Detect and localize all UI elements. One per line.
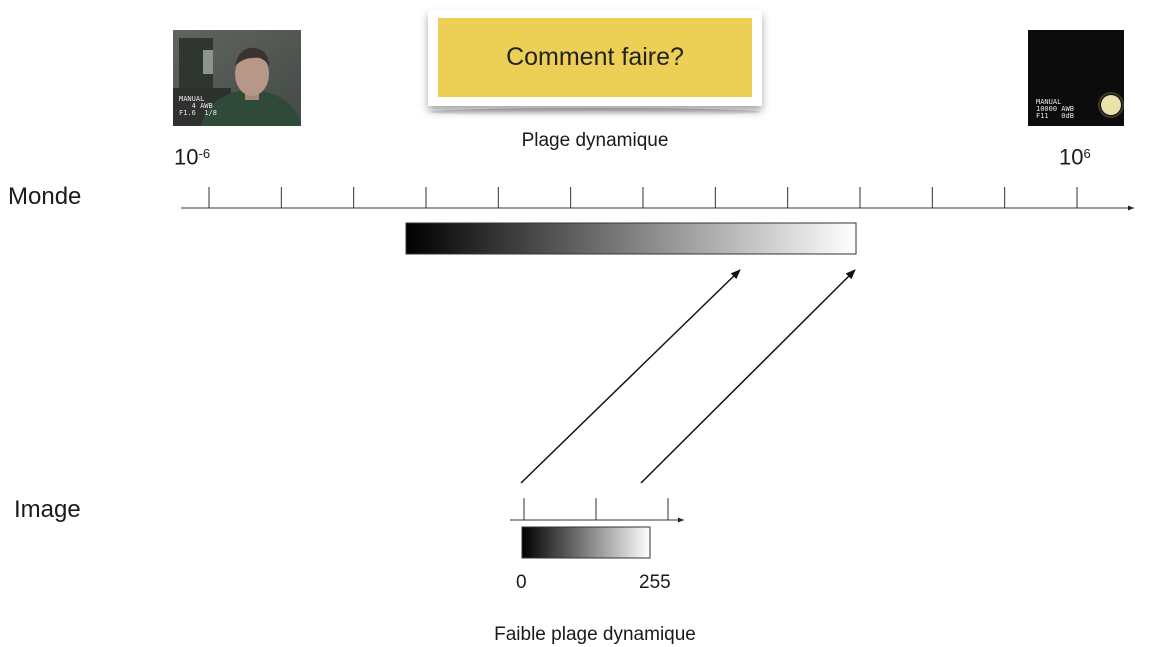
row-label-image: Image <box>14 496 81 523</box>
axis-max-label: 106 <box>1059 144 1091 170</box>
bright-photo-osd-3: F11 0dB <box>1036 112 1074 120</box>
bright-scene-photo: MANUAL 10000 AWB F11 0dB <box>1028 30 1124 126</box>
axis-min-base: 10 <box>174 144 199 170</box>
axis-min-label: 10-6 <box>174 144 210 170</box>
axis-max-exp: 6 <box>1083 146 1091 161</box>
callout-text: Comment faire? <box>438 18 752 97</box>
bright-photo-osd-2: 10000 AWB <box>1036 105 1074 113</box>
mapping-arrow-icon <box>640 269 856 484</box>
sun-photo-icon <box>1028 30 1124 126</box>
callout-shadow <box>430 108 760 116</box>
image-max-label: 255 <box>639 572 671 593</box>
person-photo-icon <box>173 30 301 126</box>
dark-photo-osd-1: MANUAL <box>179 95 205 103</box>
image-gradient-bar <box>521 526 651 559</box>
image-axis-ticks <box>523 498 669 520</box>
row-label-world: Monde <box>8 183 82 210</box>
dark-photo-osd-3: F1.6 1/8 <box>179 109 217 117</box>
axis-max-base: 10 <box>1059 144 1084 170</box>
caption-dynamic-range: Plage dynamique <box>521 130 669 151</box>
bright-photo-osd-1: MANUAL <box>1036 98 1062 106</box>
caption-low-dynamic-range: Faible plage dynamique <box>494 624 696 645</box>
axis-min-exp: -6 <box>198 146 211 161</box>
dark-scene-photo: MANUAL 4 AWB F1.6 1/8 <box>173 30 301 126</box>
world-axis-ticks <box>208 187 1078 208</box>
image-min-label: 0 <box>516 572 527 593</box>
mapping-arrow-icon <box>520 269 741 484</box>
callout-note: Comment faire? <box>428 10 762 106</box>
world-gradient-bar <box>405 222 857 255</box>
dark-photo-osd-2: 4 AWB <box>179 102 213 110</box>
